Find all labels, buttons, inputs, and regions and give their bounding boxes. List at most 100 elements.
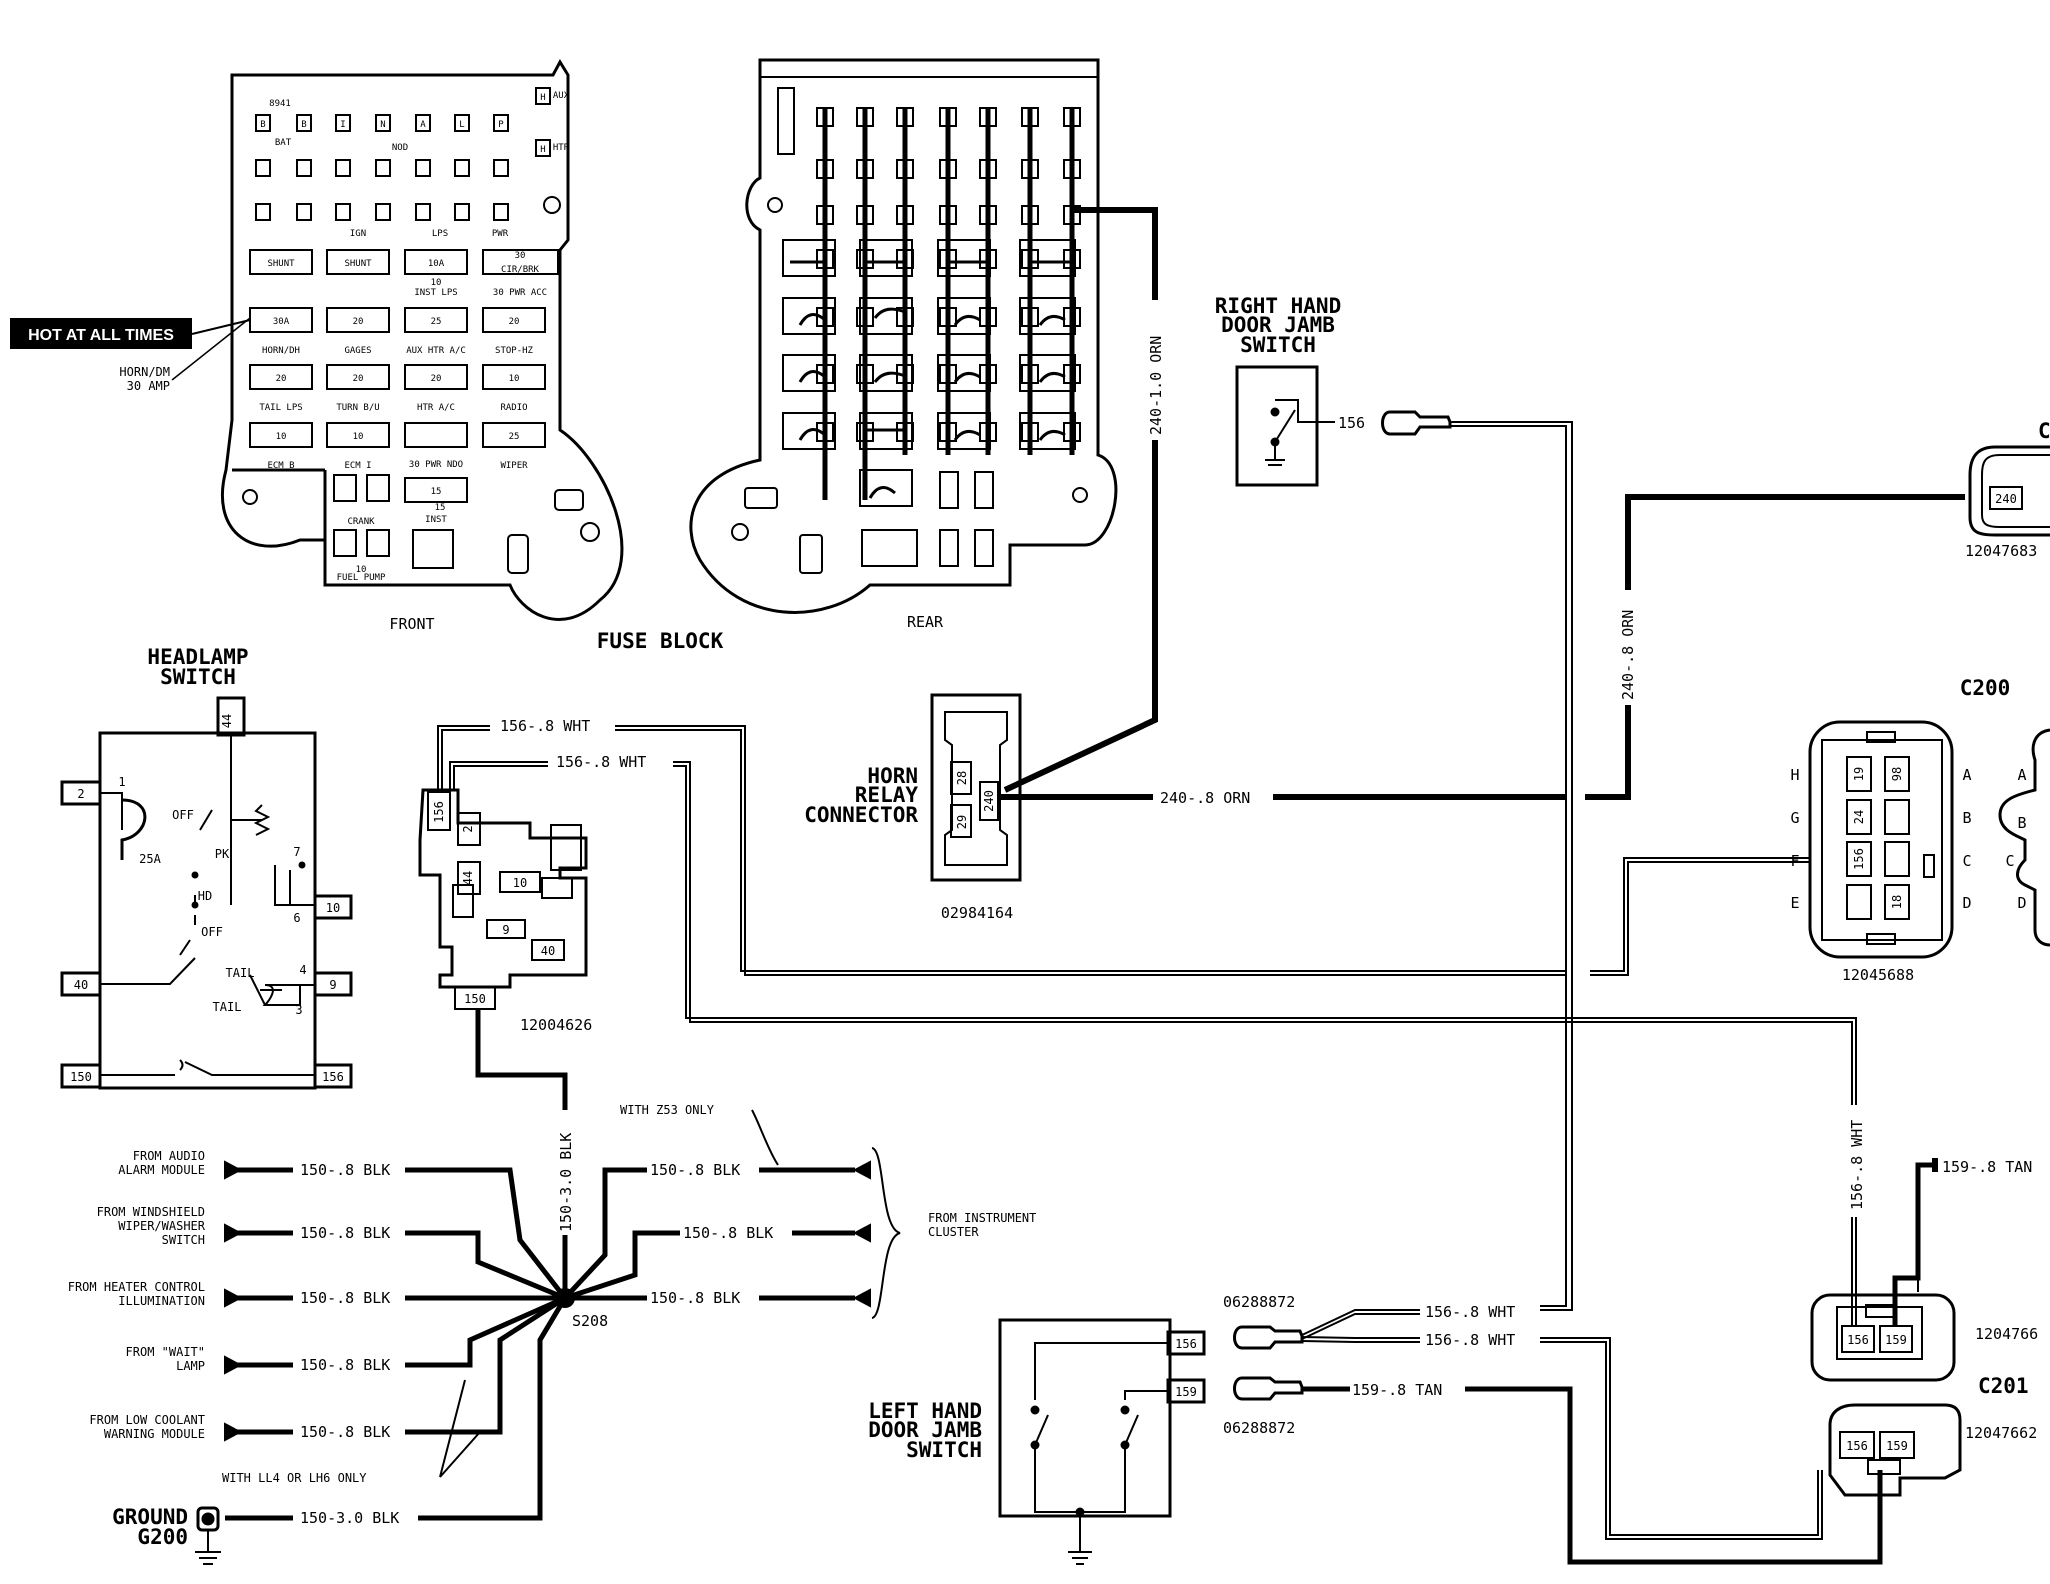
c200-mate-letter: A: [2017, 766, 2026, 784]
right-door-jamb-switch: [1235, 365, 1335, 487]
source-wait-2: LAMP: [176, 1359, 205, 1373]
fuse-label: CIR/BRK: [501, 265, 540, 275]
source-wiper-3: SWITCH: [162, 1233, 205, 1247]
wire-label-150-blk: 150-.8 BLK: [300, 1423, 390, 1441]
right-edge-connector: [1968, 445, 2050, 537]
right-conn-edge-label: C: [2038, 419, 2050, 443]
fuse-rating: 10A: [428, 259, 445, 269]
source-wiper-1: FROM WINDSHIELD: [97, 1205, 205, 1219]
cluster-label-1: FROM INSTRUMENT: [928, 1211, 1036, 1225]
c201-pin: 156: [1846, 1439, 1868, 1453]
fuse-label: AUX HTR A/C: [406, 346, 466, 356]
hot-at-all-times-box: [10, 318, 192, 349]
headlamp-terminal-labels: 44 2 10 9 40 150 156 1 7 6 4 3 OFF 25A P…: [70, 714, 344, 1084]
wire-240-1-0-orn: [1003, 207, 1158, 793]
conn-pin: 40: [541, 944, 555, 958]
wire-label-150-blk: 150-.8 BLK: [300, 1356, 390, 1374]
right-door-jamb-plug: [1381, 410, 1563, 436]
fuse-small-label: 15: [435, 503, 446, 513]
headlamp-pin: 7: [293, 845, 300, 859]
s208-splice-dot: [555, 1288, 575, 1308]
c200-letter: A: [1962, 766, 1971, 784]
headlamp-title: HEADLAMP SWITCH: [147, 645, 248, 689]
headlamp-state: TAIL: [213, 1000, 242, 1014]
source-heater-2: ILLUMINATION: [118, 1294, 205, 1308]
cluster-arrows: [852, 1160, 871, 1308]
source-heater-1: FROM HEATER CONTROL: [68, 1280, 205, 1294]
fuse-label: ECM B: [267, 461, 294, 471]
c200-mate-letter: B: [2017, 814, 2026, 832]
wire-label-150-3-0-blk-gnd: 150-3.0 BLK: [300, 1509, 399, 1527]
headlamp-terminal: 156: [322, 1070, 344, 1084]
relay-letter: L: [459, 120, 464, 130]
c200-letter: E: [1790, 894, 1799, 912]
fuse-rating: 20: [353, 317, 364, 327]
horn-relay-part: 02984164: [941, 904, 1013, 922]
fuse-rating: 30: [515, 251, 526, 261]
fuse-block-front-relays: [255, 87, 551, 221]
left-door-jamb-wire-label-bg: [1350, 1302, 1540, 1400]
headlamp-title-2: SWITCH: [160, 665, 236, 689]
conn-pin: 9: [502, 923, 509, 937]
fuse-rating: 10: [509, 374, 520, 384]
fuse-rating: 20: [353, 374, 364, 384]
fuse-rating: 25: [509, 432, 520, 442]
horn-relay-connector: [930, 693, 1022, 882]
fuse-code: IGN: [350, 229, 366, 239]
relay-letter: B: [260, 120, 265, 130]
right-conn-part: 12047683: [1965, 542, 2037, 560]
left-door-jamb-title: LEFT HAND DOOR JAMB SWITCH: [868, 1399, 982, 1462]
c200-pin: 18: [1890, 895, 1904, 909]
headlamp-pin: 1: [118, 775, 125, 789]
wire-label-150-blk: 150-.8 BLK: [300, 1289, 390, 1307]
wire-label-240-8-orn-h: 240-.8 ORN: [1160, 789, 1250, 807]
source-wait-1: FROM "WAIT": [126, 1345, 205, 1359]
s208-wire-labels: 150-.8 BLK 150-.8 BLK 150-.8 BLK 150-.8 …: [300, 1161, 773, 1527]
c200-letter: G: [1790, 809, 1799, 827]
headlamp-terminal: 2: [77, 787, 84, 801]
fuse-small-label: 10: [431, 278, 442, 288]
wire-label-150-blk: 150-.8 BLK: [300, 1224, 390, 1242]
wire-159-tan: [1892, 1162, 1935, 1326]
c201-label: C201: [1978, 1374, 2029, 1398]
left-door-jamb-title-1: LEFT HAND: [868, 1399, 982, 1423]
fuse-code: NOD: [392, 143, 408, 153]
s208-wire-label-bg: [293, 1160, 792, 1528]
fuse-block-rear-label: REAR: [907, 613, 944, 631]
fuse-label: GAGES: [344, 346, 371, 356]
fuse-label: ECM I: [344, 461, 371, 471]
headlamp-pin: 4: [299, 963, 306, 977]
horn-relay-title-2: RELAY: [855, 783, 919, 807]
fuse-label: HTR A/C: [417, 403, 455, 413]
fuse-code: BAT: [275, 138, 292, 148]
conn-pin: 44: [461, 871, 475, 885]
fuse-small-label: 10: [356, 565, 367, 575]
relay-letter: H: [540, 145, 545, 155]
with-ll4-leaders: [439, 1379, 481, 1478]
source-audio-alarm-2: ALARM MODULE: [118, 1163, 205, 1177]
wire-label-159-tan-ld: 159-.8 TAN: [1352, 1381, 1442, 1399]
fuse-small-label: 30 PWR NDO: [409, 460, 463, 470]
horn-callout-leader: [171, 317, 251, 381]
c201-pin: 159: [1886, 1439, 1908, 1453]
wire-156-wht-lower: [449, 761, 1857, 1325]
hot-at-all-times-label: HOT AT ALL TIMES: [28, 327, 174, 344]
relay-letter: B: [301, 120, 306, 130]
left-door-jamb-pin: 159: [1175, 1385, 1197, 1399]
connector-12004626: [418, 788, 588, 1010]
fuse-rating: 10: [276, 432, 287, 442]
headlamp-state: HD: [198, 889, 212, 903]
wire-label-156-wht-ld1: 156-.8 WHT: [1425, 1303, 1515, 1321]
wire-label-bg: [548, 752, 673, 772]
c201-part-upper: 1204766: [1975, 1325, 2038, 1343]
horn-relay-pin: 29: [955, 815, 969, 829]
fuse-block-front-fuses: [249, 249, 559, 557]
fuse-label: FUEL PUMP: [337, 573, 386, 583]
c200-letter: B: [1962, 809, 1971, 827]
fuse-code: LPS: [432, 229, 448, 239]
headlamp-state: TAIL: [226, 966, 255, 980]
horn-callout-2: 30 AMP: [127, 379, 170, 393]
source-coolant-1: FROM LOW COOLANT: [89, 1413, 205, 1427]
c200-mate-letter: D: [2017, 894, 2026, 912]
conn-pin: 156: [432, 801, 446, 823]
